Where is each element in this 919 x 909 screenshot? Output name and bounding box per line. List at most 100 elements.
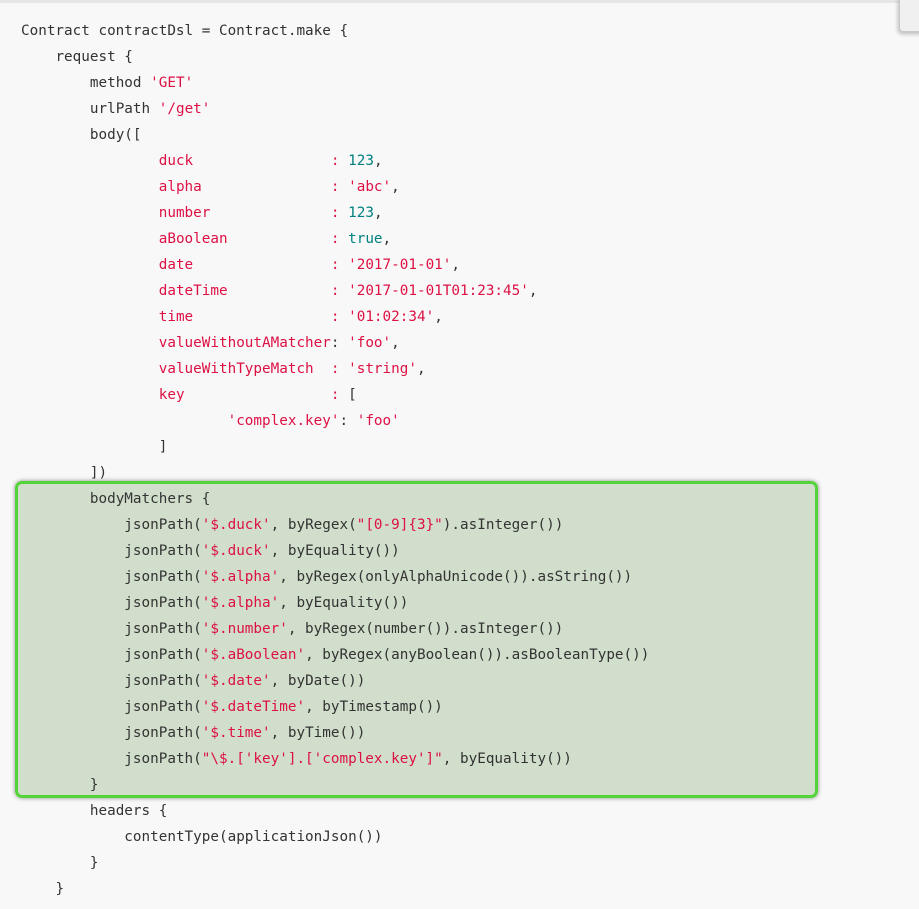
code-token: , byRegex(anyBoolean()).asBooleanType()) [305,647,650,663]
code-token: jsonPath( [124,725,202,741]
code-token: , byTime()) [270,725,366,741]
code-token: : [330,153,349,169]
code-token: headers { [89,803,168,819]
code-line: } [21,876,649,902]
code-token: method [89,75,151,91]
code-token: , [416,361,426,377]
code-token: : [330,361,349,377]
code-token: "\$.['key'].['complex.key']" [201,751,443,767]
code-token: urlPath [89,101,159,117]
code-token: ] [158,439,168,455]
code-token: alpha [158,179,331,195]
code-indent [21,803,90,819]
code-token: 123 [348,205,374,221]
code-token: key [158,387,331,403]
code-line: method 'GET' [21,70,649,96]
code-token: : [330,387,349,403]
code-indent [21,49,55,65]
code-line: } [21,850,649,876]
scroll-handle[interactable] [899,0,919,32]
code-indent [21,101,90,117]
code-token: "[0-9]{3}" [356,517,443,533]
code-line: jsonPath('$.aBoolean', byRegex(anyBoolea… [21,642,649,668]
code-token: valueWithoutAMatcher [158,335,331,351]
code-token: jsonPath( [124,699,202,715]
code-token: [ [348,387,357,403]
code-indent [21,647,124,663]
code-token: number [158,205,331,221]
code-token: '$.duck' [201,543,271,559]
code-token: , byRegex( [270,517,357,533]
code-token: jsonPath( [124,621,202,637]
code-indent [21,205,159,221]
code-token: 'foo' [356,413,400,429]
code-token: '$.duck' [201,517,271,533]
code-token: jsonPath( [124,751,202,767]
code-line: key : [ [21,382,649,408]
code-token: '$.date' [201,673,271,689]
code-line: duck : 123, [21,148,649,174]
code-block: Contract contractDsl = Contract.make { r… [21,18,649,902]
code-line: body([ [21,122,649,148]
code-token: jsonPath( [124,517,202,533]
code-token: '$.dateTime' [201,699,306,715]
code-line: alpha : 'abc', [21,174,649,200]
code-indent [21,439,159,455]
code-token: '$.time' [201,725,271,741]
code-token: } [89,855,99,871]
code-token: '$.aBoolean' [201,647,306,663]
code-token: , byTimestamp()) [305,699,443,715]
code-line: time : '01:02:34', [21,304,649,330]
code-indent [21,595,124,611]
code-token: 'GET' [150,75,194,91]
code-line: jsonPath('$.date', byDate()) [21,668,649,694]
code-token: } [89,777,99,793]
code-token: jsonPath( [124,647,202,663]
code-token: , [391,179,400,195]
code-indent [21,829,124,845]
code-token: , byDate()) [270,673,366,689]
code-token: aBoolean [158,231,331,247]
code-token: ).asInteger()) [442,517,564,533]
code-line: jsonPath('$.number', byRegex(number()).a… [21,616,649,642]
code-line: } [21,772,649,798]
code-indent [21,387,159,403]
code-line: headers { [21,798,649,824]
code-token: 'complex.key' [227,413,340,429]
code-line: aBoolean : true, [21,226,649,252]
code-line: date : '2017-01-01', [21,252,649,278]
code-indent [21,465,90,481]
code-token: } [55,881,65,897]
code-indent [21,309,159,325]
code-line: urlPath '/get' [21,96,649,122]
code-token: '01:02:34' [348,309,435,325]
code-indent [21,127,90,143]
code-token: 'string' [348,361,417,377]
code-indent [21,881,55,897]
code-token: , byEquality()) [270,543,400,559]
code-token: 123 [348,153,374,169]
code-token: contentType(applicationJson()) [124,829,383,845]
code-token: : [330,205,349,221]
code-token: '$.number' [201,621,288,637]
top-divider [0,0,919,3]
code-line: jsonPath('$.duck', byEquality()) [21,538,649,564]
code-indent [21,231,159,247]
code-indent [21,283,159,299]
code-indent [21,543,124,559]
code-token: Contract contractDsl = Contract.make { [21,23,349,39]
code-line: bodyMatchers { [21,486,649,512]
code-indent [21,699,124,715]
code-token: valueWithTypeMatch [158,361,331,377]
code-indent [21,777,90,793]
code-token: : [330,231,349,247]
code-line: Contract contractDsl = Contract.make { [21,18,649,44]
code-token: true [348,231,383,247]
code-indent [21,569,124,585]
code-token: dateTime [158,283,331,299]
code-indent [21,517,124,533]
code-indent [21,725,124,741]
code-token: jsonPath( [124,543,202,559]
code-token: : [330,179,349,195]
